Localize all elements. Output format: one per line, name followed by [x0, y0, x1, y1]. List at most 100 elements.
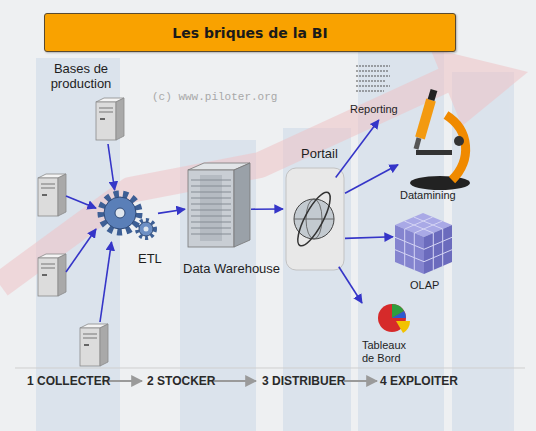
warehouse-rack-part-part: [191, 210, 231, 211]
portal-globe-part: [294, 199, 334, 239]
etl-gear: ETL: [96, 190, 158, 242]
warehouse-rack-part-part: [191, 222, 231, 223]
olap-cube-part-part: [424, 237, 452, 249]
olap-cube-part-part: [433, 233, 434, 270]
source-group: Bases de production: [36, 62, 132, 367]
server-icons-part: [38, 254, 66, 296]
warehouse-rack-part-part: [191, 216, 231, 217]
connector-arrow: [251, 209, 283, 210]
warehouse-rack-part-part: [191, 180, 231, 181]
gear-icon-part: [115, 208, 125, 218]
olap-cube-part-part: [395, 250, 424, 262]
report-icon-part: [356, 75, 390, 76]
server-icons-part: [80, 324, 108, 366]
connector-line: [108, 144, 115, 190]
server-icons-part: [96, 98, 124, 140]
baseline: [15, 368, 525, 369]
pie-icon-part: [396, 321, 410, 333]
step-label: 3 DISTRIBUER: [262, 374, 345, 388]
olap-cube-part-part: [442, 229, 443, 266]
warehouse-rack: [188, 163, 250, 247]
warehouse-rack-part: [188, 170, 234, 247]
olap-cube-part-part: [414, 221, 442, 233]
olap-cube-part-part: [395, 237, 424, 249]
connector-line: [251, 208, 283, 210]
chart-bands: [36, 40, 514, 431]
connector-line: [66, 229, 96, 272]
reporting-node: Reporting: [350, 62, 398, 120]
node-label: Datamining: [400, 189, 456, 202]
microscope-icon-part: [454, 136, 464, 146]
report-icon-part: [356, 65, 390, 66]
portal-node: Portail: [283, 167, 345, 272]
microscope-icon-part: [446, 115, 466, 180]
microscope-icon-part: [416, 138, 419, 149]
microscope-icon-part: [416, 150, 452, 155]
connector-line: [339, 267, 362, 303]
warehouse-rack-part-part: [191, 234, 231, 235]
connector-arrow: [339, 267, 362, 303]
warehouse-rack-part-part: [191, 228, 231, 229]
warehouse-node: Data Warehouse: [185, 163, 251, 247]
gear-icon-part: [137, 220, 155, 238]
node-label: Tableaux de Bord: [362, 339, 412, 364]
microscope-icon: [410, 90, 470, 190]
gear-icon-part: [101, 194, 139, 232]
pie-icon: [378, 304, 410, 333]
step-arrows-part: [344, 380, 377, 382]
gear-icon: [101, 194, 155, 238]
connector-line: [100, 242, 112, 322]
connector-arrow: [66, 144, 115, 322]
connector-arrow: [345, 165, 398, 194]
title-text: Les briques de la BI: [172, 25, 327, 41]
report-icon: [356, 66, 390, 91]
trend-arrow-part: [0, 80, 445, 285]
watermark: (c) www.piloter.org: [152, 91, 277, 103]
connector-arrow: [158, 209, 185, 213]
olap-cube-part-part: [414, 233, 415, 270]
microscope-icon-part: [420, 100, 431, 138]
microscope-icon-part: [431, 90, 434, 100]
trend-arrow: [0, 48, 528, 285]
olap-node: OLAP: [393, 212, 453, 274]
portal-globe-part: [292, 188, 336, 249]
pie-icon-part: [392, 311, 406, 318]
warehouse-rack-part-part: [191, 198, 231, 199]
node-label: OLAP: [410, 279, 439, 292]
portal-globe: [286, 168, 344, 270]
step-label: 2 STOCKER: [147, 374, 215, 388]
step-label: 1 COLLECTER: [27, 374, 110, 388]
datamining-node: Datamining: [398, 92, 478, 204]
warehouse-rack-part-part: [191, 192, 231, 193]
connector-line: [336, 120, 379, 178]
gear-icon-part: [139, 222, 153, 236]
olap-cube-part: [424, 225, 452, 274]
olap-cube-part: [395, 225, 424, 274]
node-label: Reporting: [350, 103, 398, 116]
warehouse-rack-part: [191, 180, 231, 234]
connector-line: [345, 165, 398, 194]
node-label: Bases de production: [41, 62, 121, 92]
olap-cube: [395, 213, 452, 274]
gear-icon-part: [144, 227, 149, 232]
node-label: Portail: [301, 147, 338, 162]
warehouse-rack-part-part: [191, 204, 231, 205]
step-label: 4 EXPLOITER: [380, 374, 458, 388]
report-icon-part: [356, 85, 390, 86]
title-box: Les briques de la BI: [44, 13, 456, 52]
gear-icon-part: [104, 197, 136, 229]
server-icons-part: [38, 174, 66, 216]
microscope-icon-part: [410, 176, 470, 190]
trend-arrow-part: [430, 48, 528, 126]
connector-line: [158, 209, 185, 213]
warehouse-rack-part-part: [191, 186, 231, 187]
connector-arrow: [336, 120, 379, 178]
warehouse-rack-part: [200, 175, 222, 241]
dashboard-node: Tableaux de Bord: [362, 303, 418, 367]
report-icon-part: [356, 90, 384, 91]
portal-globe-part: [294, 219, 334, 220]
node-label: Data Warehouse: [183, 262, 280, 277]
